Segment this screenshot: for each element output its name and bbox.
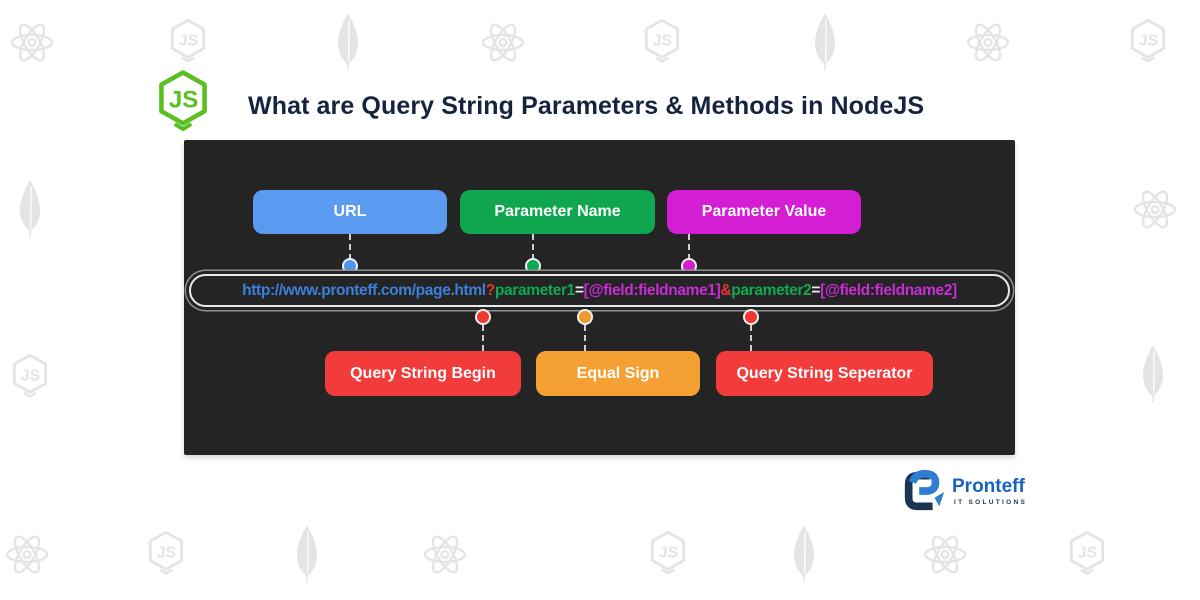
dot-url: [342, 258, 358, 274]
nodejs-icon: JS: [169, 18, 207, 72]
label-query-string-separator: Query String Seperator: [716, 351, 933, 396]
url-segment-parameter-value: [@field:fieldname2]: [820, 281, 957, 299]
react-icon: [422, 534, 468, 581]
url-segment-equal-sign: =: [574, 281, 584, 299]
connector-query-string-begin: [482, 325, 484, 351]
nodejs-icon: JS: [147, 530, 185, 584]
svg-text:JS: JS: [1139, 32, 1158, 49]
mongodb-icon: [19, 180, 41, 244]
nodejs-icon: JS: [1068, 530, 1106, 584]
nodejs-icon: JS: [649, 530, 687, 584]
svg-text:JS: JS: [21, 367, 40, 384]
url-segment-parameter-name: parameter2: [731, 281, 812, 299]
diagram-panel: URL Parameter Name Parameter Value http:…: [184, 140, 1015, 455]
mongodb-icon: [1142, 345, 1164, 409]
react-icon: [9, 22, 55, 69]
label-parameter-name: Parameter Name: [460, 190, 655, 234]
dot-parameter-name: [525, 258, 541, 274]
pronteff-tagline: IT SOLUTIONS: [954, 498, 1028, 506]
svg-text:JS: JS: [179, 32, 198, 49]
url-segment-query-string-separator: &: [720, 281, 732, 299]
nodejs-logo-text: JS: [169, 86, 199, 113]
react-icon: [4, 534, 50, 581]
nodejs-icon: JS: [643, 18, 681, 72]
nodejs-icon: JS: [11, 353, 49, 407]
url-segment-parameter-value: [@field:fieldname1]: [583, 281, 721, 299]
nodejs-logo-icon: JS: [159, 70, 207, 132]
svg-text:JS: JS: [659, 544, 678, 561]
label-parameter-value: Parameter Value: [667, 190, 861, 234]
dot-query-string-begin: [475, 309, 491, 325]
svg-text:JS: JS: [157, 544, 176, 561]
mongodb-icon: [814, 13, 836, 77]
label-url: URL: [253, 190, 447, 234]
connector-equal-sign: [584, 325, 586, 351]
pronteff-name: Pronteff: [952, 475, 1025, 497]
pronteff-mark-icon: [904, 469, 945, 511]
connector-query-string-separator: [750, 325, 752, 351]
mongodb-icon: [793, 525, 815, 589]
react-icon: [480, 22, 526, 69]
url-segment-parameter-name: parameter1: [494, 281, 575, 299]
url-segment-query-string-begin: ?: [485, 281, 495, 299]
react-icon: [1132, 189, 1178, 236]
label-equal-sign: Equal Sign: [536, 351, 700, 396]
nodejs-icon: JS: [1129, 18, 1167, 72]
react-icon: [922, 534, 968, 581]
url-segment-url: http://www.pronteff.com/page.html: [242, 281, 486, 299]
svg-text:JS: JS: [1078, 544, 1097, 561]
dot-query-string-separator: [743, 309, 759, 325]
dot-equal-sign: [577, 309, 593, 325]
pronteff-logo: Pronteff IT SOLUTIONS: [901, 468, 1027, 514]
connector-parameter-name: [532, 234, 534, 260]
url-segment-equal-sign: =: [811, 281, 821, 299]
url-string-bar: http://www.pronteff.com/page.html?parame…: [189, 274, 1010, 307]
label-query-string-begin: Query String Begin: [325, 351, 521, 396]
dot-parameter-value: [681, 258, 697, 274]
connector-parameter-value: [688, 234, 690, 260]
connector-url: [349, 234, 351, 260]
react-icon: [965, 22, 1011, 69]
mongodb-icon: [296, 525, 318, 589]
page-title: What are Query String Parameters & Metho…: [248, 92, 925, 120]
mongodb-icon: [337, 13, 359, 77]
svg-text:JS: JS: [653, 32, 672, 49]
